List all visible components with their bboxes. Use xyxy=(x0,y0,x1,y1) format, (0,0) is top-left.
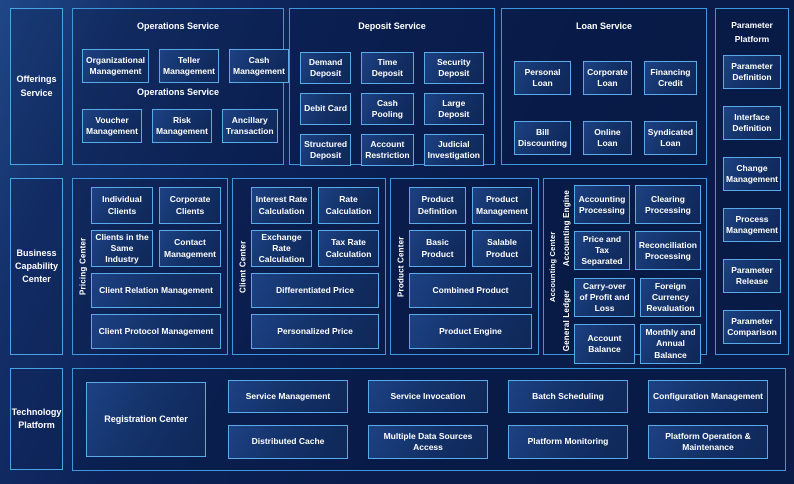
accounting-engine-label: Accounting Engine xyxy=(562,189,571,266)
box-clearing-processing: Clearing Processing xyxy=(634,185,701,225)
box-personalized-price: Personalized Price xyxy=(251,314,379,349)
sidebar-offerings-service: Offerings Service xyxy=(10,8,63,165)
box-time-deposit: Time Deposit xyxy=(361,51,414,84)
operations-service-mid-title: Operations Service xyxy=(136,86,220,97)
box-rate-calculation: Rate Calculation xyxy=(318,187,379,224)
client-center-grid: Interest Rate Calculation Rate Calculati… xyxy=(251,187,379,349)
box-client-relation-management: Client Relation Management xyxy=(91,273,221,308)
deposit-service-title: Deposit Service xyxy=(358,21,426,31)
accounting-center-groups: Accounting Engine Accounting Processing … xyxy=(559,185,701,364)
box-salable-product: Salable Product xyxy=(472,230,532,267)
panel-deposit-service: Deposit Service Demand Deposit Time Depo… xyxy=(289,8,495,166)
box-risk-management: Risk Management xyxy=(151,109,212,144)
box-configuration-management: Configuration Management xyxy=(648,380,768,413)
box-cash-management: Cash Management xyxy=(229,48,289,83)
general-ledger-label: General Ledger xyxy=(562,290,571,352)
box-batch-scheduling: Batch Scheduling xyxy=(508,380,628,413)
box-ancillary-transaction: Ancillary Transaction xyxy=(221,109,278,144)
panel-operations-service: Operations Service Organizational Manage… xyxy=(72,8,289,165)
box-price-and-tax-separated: Price and Tax Separated xyxy=(574,231,630,271)
box-account-restriction: Account Restriction xyxy=(361,133,414,166)
box-large-deposit: Large Deposit xyxy=(423,92,484,125)
box-voucher-management: Voucher Management xyxy=(82,109,142,144)
client-center-label: Client Center xyxy=(238,240,248,293)
box-syndicated-loan: Syndicated Loan xyxy=(643,120,698,155)
pricing-center-grid: Individual Clients Corporate Clients Cli… xyxy=(91,187,221,349)
box-organizational-management: Organizational Management xyxy=(82,48,150,83)
box-parameter-definition: Parameter Definition xyxy=(723,55,781,90)
box-account-balance: Account Balance xyxy=(574,324,635,364)
box-distributed-cache: Distributed Cache xyxy=(228,425,348,459)
box-structured-deposit: Structured Deposit xyxy=(300,133,352,166)
box-monthly-and-annual-balance: Monthly and Annual Balance xyxy=(640,324,701,364)
box-corporate-clients: Corporate Clients xyxy=(159,187,221,224)
box-tax-rate-calculation: Tax Rate Calculation xyxy=(318,230,379,267)
box-individual-clients: Individual Clients xyxy=(91,187,153,224)
box-contact-management: Contact Management xyxy=(159,230,221,267)
box-change-management: Change Management xyxy=(723,157,781,192)
box-service-invocation: Service Invocation xyxy=(368,380,488,413)
box-differentiated-price: Differentiated Price xyxy=(251,273,379,308)
accounting-center-label: Accounting Center xyxy=(548,231,557,302)
box-parameter-comparison: Parameter Comparison xyxy=(723,310,781,345)
pricing-center-label: Pricing Center xyxy=(78,237,88,296)
box-clients-in-the-same-industry: Clients in the Same Industry xyxy=(91,230,153,267)
box-foreign-currency-revaluation: Foreign Currency Revaluation xyxy=(640,278,701,318)
box-demand-deposit: Demand Deposit xyxy=(300,51,352,84)
operations-row-1: Organizational Management Teller Managem… xyxy=(82,48,289,83)
loan-grid: Personal Loan Corporate Loan Financing C… xyxy=(514,60,698,155)
box-interest-rate-calculation: Interest Rate Calculation xyxy=(251,187,312,224)
general-ledger-grid: Carry-over of Profit and Loss Foreign Cu… xyxy=(574,278,701,364)
box-process-management: Process Management xyxy=(723,208,781,243)
sidebar-technology-platform: Technology Platform xyxy=(10,368,63,470)
box-corporate-loan: Corporate Loan xyxy=(583,60,632,95)
panel-loan-service: Loan Service Personal Loan Corporate Loa… xyxy=(501,8,707,165)
box-carry-over-of-profit-and-loss: Carry-over of Profit and Loss xyxy=(574,278,635,318)
panel-product-center: Product Center Product Definition Produc… xyxy=(390,178,539,355)
accounting-engine-grid: Accounting Processing Clearing Processin… xyxy=(574,185,701,271)
product-center-grid: Product Definition Product Management Ba… xyxy=(409,187,532,349)
box-basic-product: Basic Product xyxy=(409,230,467,267)
parameter-platform-stack: Parameter Definition Interface Definitio… xyxy=(723,55,781,345)
box-security-deposit: Security Deposit xyxy=(423,51,484,84)
sidebar-business-capability-center: Business Capability Center xyxy=(10,178,63,355)
box-debit-card: Debit Card xyxy=(300,92,352,125)
box-product-definition: Product Definition xyxy=(409,187,467,224)
box-teller-management: Teller Management xyxy=(159,48,219,83)
box-accounting-processing: Accounting Processing xyxy=(574,185,630,225)
box-client-protocol-management: Client Protocol Management xyxy=(91,314,221,349)
operations-service-title: Operations Service xyxy=(136,21,220,31)
panel-pricing-center: Pricing Center Individual Clients Corpor… xyxy=(72,178,228,355)
box-interface-definition: Interface Definition xyxy=(723,106,781,141)
loan-service-title: Loan Service xyxy=(575,21,633,31)
box-parameter-release: Parameter Release xyxy=(723,259,781,294)
box-online-loan: Online Loan xyxy=(583,120,632,155)
box-combined-product: Combined Product xyxy=(409,273,532,308)
box-cash-pooling: Cash Pooling xyxy=(361,92,414,125)
accounting-engine-group: Accounting Engine Accounting Processing … xyxy=(559,185,701,271)
box-multiple-data-sources-access: Multiple Data Sources Access xyxy=(368,425,488,459)
product-center-label: Product Center xyxy=(396,236,406,297)
box-bill-discounting: Bill Discounting xyxy=(514,120,572,155)
box-financing-credit: Financing Credit xyxy=(643,60,698,95)
box-judicial-investigation: Judicial Investigation xyxy=(423,133,484,166)
box-reconciliation-processing: Reconciliation Processing xyxy=(634,231,701,271)
operations-row-2: Voucher Management Risk Management Ancil… xyxy=(82,109,278,144)
box-exchange-rate-calculation: Exchange Rate Calculation xyxy=(251,230,312,267)
panel-technology-platform: Registration Center Service Management S… xyxy=(72,368,786,471)
box-platform-monitoring: Platform Monitoring xyxy=(508,425,628,459)
box-personal-loan: Personal Loan xyxy=(514,60,572,95)
box-registration-center: Registration Center xyxy=(86,382,206,457)
panel-client-center: Client Center Interest Rate Calculation … xyxy=(232,178,386,355)
parameter-platform-title: Parameter Platform xyxy=(731,20,773,44)
box-product-management: Product Management xyxy=(472,187,532,224)
panel-parameter-platform: Parameter Platform Parameter Definition … xyxy=(715,8,789,355)
general-ledger-group: General Ledger Carry-over of Profit and … xyxy=(559,278,701,364)
technology-grid: Service Management Service Invocation Ba… xyxy=(228,380,768,459)
box-product-engine: Product Engine xyxy=(409,314,532,349)
box-service-management: Service Management xyxy=(228,380,348,413)
panel-accounting-center: Accounting Center Accounting Engine Acco… xyxy=(543,178,707,364)
deposit-grid: Demand Deposit Time Deposit Security Dep… xyxy=(300,51,484,166)
box-platform-operation-maintenance: Platform Operation & Maintenance xyxy=(648,425,768,459)
